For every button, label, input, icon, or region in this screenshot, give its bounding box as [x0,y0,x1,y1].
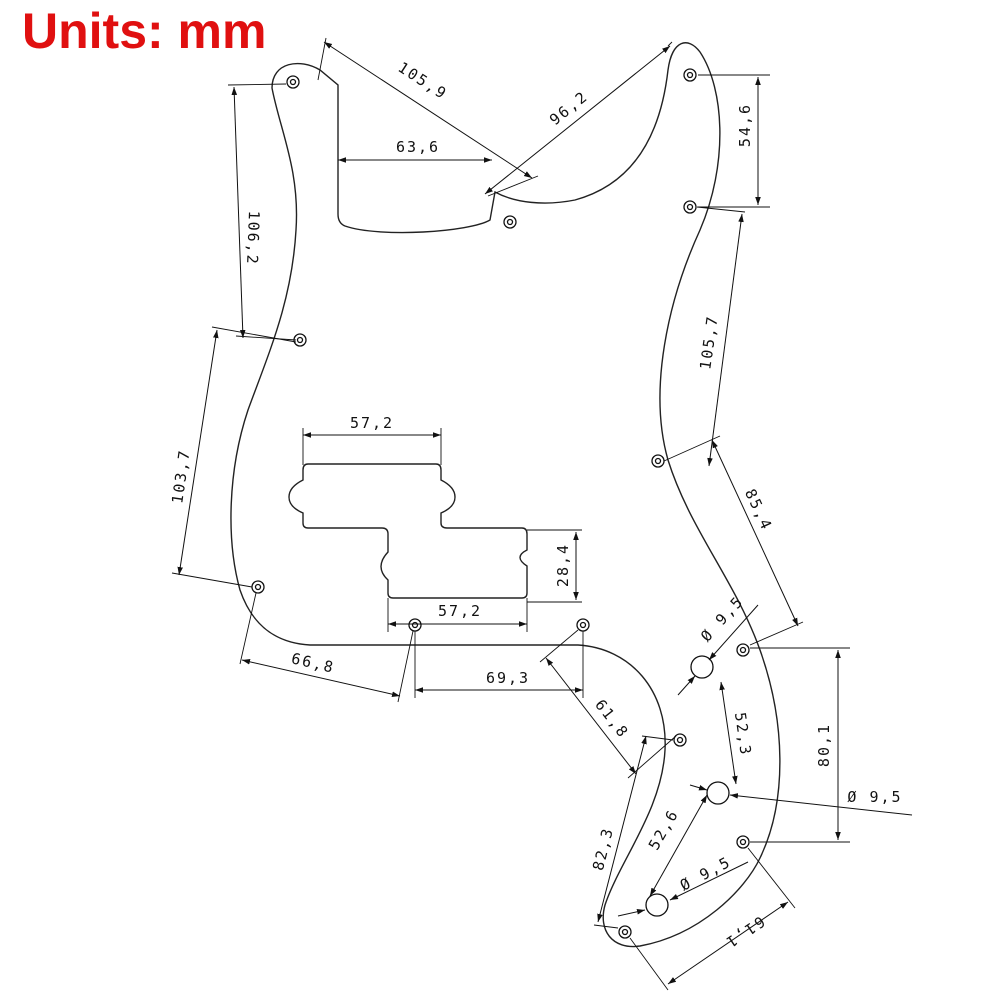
dim-61-1: 61,1 [721,912,768,952]
dim-85-4: 85,4 [741,486,776,534]
units-title: Units: mm [22,3,267,59]
screw-hole [673,733,687,747]
dim-106-2: 106,2 [243,210,263,266]
dim-diameter-3: Ø 9,5 [677,853,734,895]
screw-hole [618,925,632,939]
screw-hole [651,454,665,468]
screw-hole [503,215,517,229]
dimension-labels: 105,9 96,2 63,6 54,6 106,2 105,7 103,7 5… [168,58,902,952]
dim-105-9: 105,9 [395,58,451,103]
pickup-cutout [288,463,528,599]
dim-57-2-top: 57,2 [350,414,394,432]
control-hole [645,893,669,917]
dim-96-2: 96,2 [546,87,592,129]
screw-holes [251,68,750,939]
dim-105-7: 105,7 [696,314,722,371]
screw-hole [293,333,307,347]
control-hole [690,655,714,679]
dim-80-1: 80,1 [815,723,833,767]
dim-57-2-bottom: 57,2 [438,602,482,620]
screw-hole [286,75,300,89]
screw-hole [683,200,697,214]
screw-hole [408,618,422,632]
control-holes [645,655,730,917]
screw-hole [576,618,590,632]
dim-61-8: 61,8 [591,696,632,742]
screw-hole [736,643,750,657]
dim-52-6: 52,6 [645,806,683,853]
dim-diameter-2: Ø 9,5 [847,788,902,806]
dim-103-7: 103,7 [168,448,194,505]
dim-54-6: 54,6 [736,103,754,147]
dim-52-3: 52,3 [731,711,755,757]
screw-hole [683,68,697,82]
dim-28-4: 28,4 [554,543,572,587]
dim-69-3: 69,3 [486,669,530,687]
control-hole [706,781,730,805]
screw-hole [251,580,265,594]
dim-diameter-1: Ø 9,5 [697,592,747,645]
screw-hole [736,835,750,849]
dimension-lines [171,37,913,991]
dim-63-6: 63,6 [396,138,440,156]
